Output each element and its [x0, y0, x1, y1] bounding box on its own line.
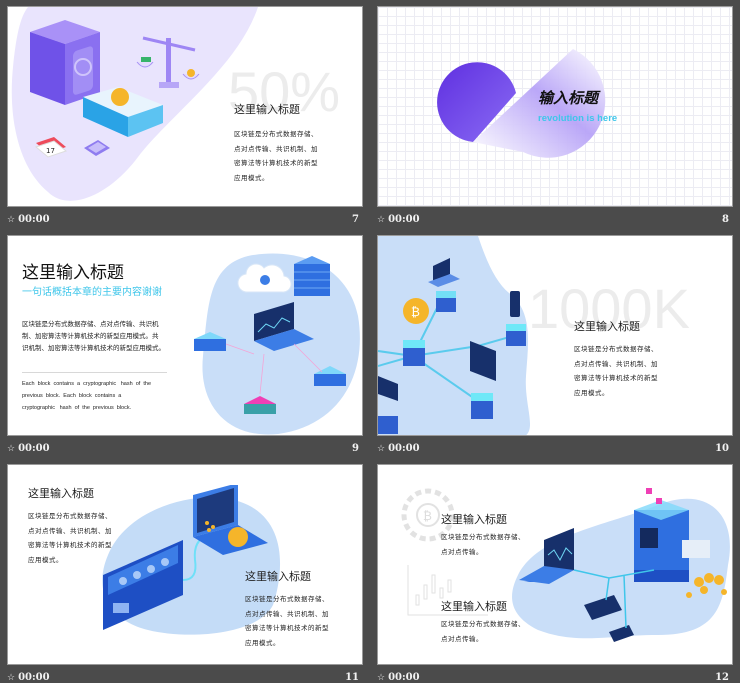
- block-2-body: 区块链是分布式数据存储、 点对点传输。: [441, 620, 525, 643]
- slide-footer-10: ☆00:00 10: [377, 440, 733, 458]
- slide-timing: 00:00: [388, 443, 420, 454]
- slide-thumbnail-11[interactable]: 这里输入标题 区块链是分布式数据存储、 点对点传输、共识机制、加 密算法等计算机…: [7, 464, 363, 665]
- gradient-half-circle-shape: [437, 49, 606, 158]
- slide-english-body: Each block contains a cryptographic hash…: [22, 381, 152, 411]
- slide-timing: 00:00: [388, 214, 420, 225]
- slide-subtitle: 一句话概括本章的主要内容谢谢: [22, 287, 162, 298]
- animation-star-icon[interactable]: ☆: [377, 214, 386, 225]
- slide-title: 输入标题: [538, 89, 599, 107]
- animation-star-icon[interactable]: ☆: [377, 443, 386, 454]
- slide-timing: 00:00: [18, 443, 50, 454]
- slide-body: 区块链是分布式数据存储、 点对点传输、共识机制、加 密算法等计算机技术的新型 应…: [234, 130, 318, 182]
- svg-text:₿: ₿: [423, 509, 432, 523]
- slide-footer-11: ☆00:00 11: [7, 669, 363, 683]
- blockchain-network-illustration: [194, 256, 346, 414]
- animation-star-icon[interactable]: ☆: [7, 443, 16, 454]
- mining-machine-devices-illustration: [519, 488, 727, 642]
- animation-star-icon[interactable]: ☆: [7, 214, 16, 225]
- big-number-watermark: 50%: [228, 60, 341, 123]
- slide-title: 这里输入标题: [574, 320, 640, 333]
- ledger-binder-icon: [83, 87, 163, 137]
- svg-text:₿: ₿: [411, 305, 420, 319]
- balance-scale-icon: [136, 36, 200, 88]
- block-1-body: 区块链是分布式数据存储、 点对点传输。: [441, 533, 525, 556]
- slide-thumbnail-7[interactable]: 17 50% 这里输入标题 区块链是分布式数据存储、 点对点传输、共识机制、加 …: [7, 6, 363, 207]
- block-1-title: 这里输入标题: [441, 513, 507, 526]
- block-1-title: 这里输入标题: [28, 487, 94, 500]
- animation-star-icon[interactable]: ☆: [7, 672, 16, 683]
- block-1-body: 区块链是分布式数据存储、 点对点传输、共识机制、加 密算法等计算机技术的新型 应…: [28, 512, 112, 564]
- calendar-icon: 17: [34, 137, 68, 158]
- block-2-body: 区块链是分布式数据存储、 点对点传输、共识机制、加 密算法等计算机技术的新型 应…: [245, 595, 329, 647]
- bitcoin-node-network-illustration: ₿: [378, 258, 526, 434]
- calculator-icon: [84, 140, 110, 156]
- slide-footer-7: ☆00:00 7: [7, 211, 363, 229]
- slide-number: 8: [722, 214, 729, 225]
- block-2-title: 这里输入标题: [441, 600, 507, 613]
- slide-number: 9: [352, 443, 359, 454]
- slide-thumbnail-10[interactable]: ₿ 1000K 这里输入标题 区块链是分布式数据存储、 点对点传输、共识机制、加…: [377, 235, 733, 436]
- safe-icon: [30, 20, 100, 105]
- slide-thumbnail-8[interactable]: 输入标题 revolution is here: [377, 6, 733, 207]
- slide-timing: 00:00: [18, 214, 50, 225]
- slide-thumbnail-12[interactable]: ₿ 这里输入标题 区块链是分布式数据存储、 点对点传输。 这里输入标题 区块链是…: [377, 464, 733, 665]
- slide-thumbnail-9[interactable]: 这里输入标题 一句话概括本章的主要内容谢谢 区块链是分布式数据存储、点对点传输、…: [7, 235, 363, 436]
- slide-timing: 00:00: [18, 672, 50, 683]
- gear-bitcoin-watermark-icon: ₿: [401, 488, 488, 616]
- slide-footer-8: ☆00:00 8: [377, 211, 733, 229]
- slide-body: 区块链是分布式数据存储、点对点传输、共识机 制、加密算法等计算机技术的新型应用模…: [22, 320, 165, 352]
- slide-footer-9: ☆00:00 9: [7, 440, 363, 458]
- divider: [22, 372, 167, 373]
- slide-title: 这里输入标题: [234, 103, 300, 116]
- slide-body: 区块链是分布式数据存储、 点对点传输、共识机制、加 密算法等计算机技术的新型 应…: [574, 345, 658, 397]
- block-2-title: 这里输入标题: [245, 570, 311, 583]
- animation-star-icon[interactable]: ☆: [377, 672, 386, 683]
- slide-number: 12: [715, 672, 729, 683]
- slide-footer-12: ☆00:00 12: [377, 669, 733, 683]
- mining-rig-laptop-illustration: [103, 485, 268, 630]
- slide-timing: 00:00: [388, 672, 420, 683]
- big-number-watermark: 1000K: [528, 277, 690, 340]
- svg-text:17: 17: [46, 147, 55, 155]
- slide-number: 7: [352, 214, 359, 225]
- slide-subtitle: revolution is here: [538, 113, 618, 124]
- slide-title: 这里输入标题: [22, 263, 124, 283]
- light-blue-blob-shape: [378, 236, 530, 435]
- slide-number: 11: [345, 672, 359, 683]
- slide-number: 10: [715, 443, 729, 454]
